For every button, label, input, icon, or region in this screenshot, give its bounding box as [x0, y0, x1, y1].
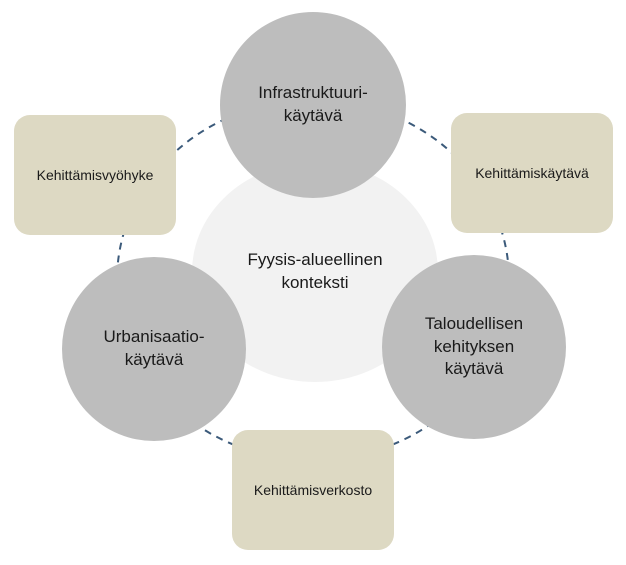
development-zone-label: Kehittämisvyöhyke: [36, 166, 154, 183]
development-network-label: Kehittämisverkosto: [253, 481, 373, 498]
infrastructure-corridor-circle: Infrastruktuuri- käytävä: [220, 12, 406, 198]
urbanization-corridor-label: Urbanisaatio- käytävä: [103, 327, 205, 369]
economic-corridor-label: Taloudellisen kehityksen käytävä: [424, 313, 524, 379]
economic-corridor-circle: Taloudellisen kehityksen käytävä: [382, 255, 566, 439]
development-zone-box: Kehittämisvyöhyke: [14, 115, 176, 235]
urbanization-corridor-circle: Urbanisaatio- käytävä: [62, 257, 246, 441]
center-context-label: Fyysis-alueellinen konteksti: [247, 250, 383, 292]
development-network-box: Kehittämisverkosto: [232, 430, 394, 550]
development-corridor-box: Kehittämiskäytävä: [451, 113, 613, 233]
development-corridor-label: Kehittämiskäytävä: [475, 164, 589, 181]
infrastructure-corridor-label: Infrastruktuuri- käytävä: [258, 83, 368, 125]
